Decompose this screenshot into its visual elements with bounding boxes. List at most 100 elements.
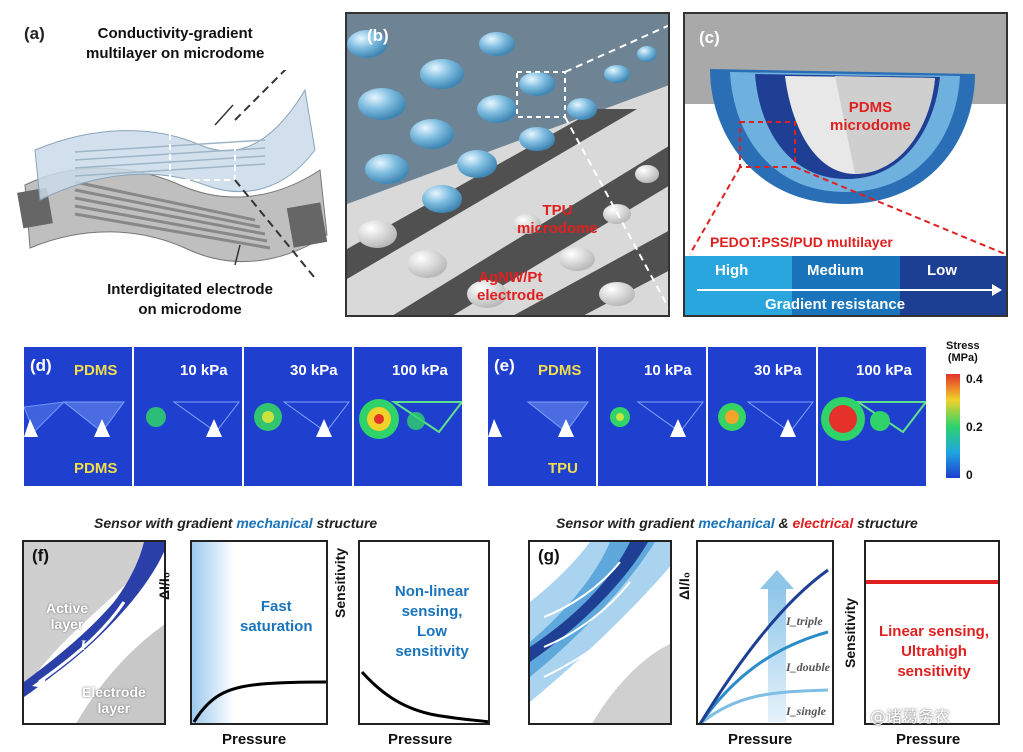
dome-cross-section — [689, 69, 1006, 255]
flexible-sensor-illustration — [17, 70, 328, 280]
electrode-label-line1: AgNW/Pt — [478, 269, 543, 286]
fem-d-top-material: PDMS — [74, 362, 118, 379]
section-left-suffix: structure — [312, 515, 378, 531]
colorbar-title-line2: (MPa) — [947, 352, 978, 364]
pdms-label-line1: PDMS — [848, 99, 893, 116]
fem-mesh-e1 — [610, 401, 705, 437]
colorbar-tick-min: 0 — [966, 468, 973, 482]
fem-d-pressure-10: 10 kPa — [180, 362, 228, 379]
panel-f-schematic: (f) Active layer I Electrode layer — [22, 540, 166, 725]
chart-f1-curve — [192, 680, 326, 723]
chart-f2-frame: Non-linear sensing, Low sensitivity — [358, 540, 490, 725]
chart-g2-ylabel: Sensitivity — [842, 597, 858, 668]
colorbar-title-line1: Stress — [946, 340, 980, 352]
electrode-layer-label: Electrode layer — [82, 684, 146, 716]
stress-colorbar — [946, 374, 960, 478]
fem-mesh-e2 — [718, 401, 815, 437]
microdome-render — [347, 24, 668, 315]
chart-g1-xlabel: Pressure — [728, 731, 793, 748]
fem-e-pressure-30: 30 kPa — [754, 362, 802, 379]
level-low-label: Low — [927, 262, 957, 279]
fem-e-30kpa — [708, 347, 816, 486]
nonlinear-line2: sensing, — [401, 603, 463, 620]
electrode-layer-line1: Electrode — [82, 684, 146, 700]
chart-f2-ylabel: Sensitivity — [332, 547, 348, 618]
panel-c-letter: (c) — [699, 28, 720, 47]
linear-note-line3: sensitivity — [897, 663, 971, 680]
electrode-layer-line2: layer — [97, 700, 131, 716]
section-left-heading: Sensor with gradient mechanical structur… — [94, 515, 377, 531]
fem-e-pressure-100: 100 kPa — [856, 362, 912, 379]
nonlinear-line3: Low — [417, 623, 447, 640]
section-right-electrical: electrical — [792, 515, 854, 531]
fem-mesh-d3 — [359, 399, 462, 439]
fem-d-unloaded — [24, 347, 132, 486]
panel-f-letter: (f) — [32, 546, 49, 565]
section-right-suffix: structure — [853, 515, 918, 531]
fem-e-unloaded — [488, 347, 596, 486]
section-right-prefix: Sensor with gradient — [556, 515, 699, 531]
curve-label-single: I_single — [786, 704, 827, 718]
nonlinear-line4: sensitivity — [395, 643, 469, 660]
colorbar-tick-max: 0.4 — [966, 372, 983, 386]
fem-d-pressure-100: 100 kPa — [392, 362, 448, 379]
level-high-block — [685, 256, 792, 315]
chart-g1-frame: I_triple I_double I_single — [696, 540, 834, 725]
section-left-prefix: Sensor with gradient — [94, 515, 237, 531]
chart-g1-ylabel: ΔI/I₀ — [676, 571, 692, 600]
active-layer-line2: layer — [50, 616, 84, 632]
fem-e-100kpa — [818, 347, 926, 486]
panel-b-microdome-render: (b) TPU microdome AgNW/Pt electrode — [345, 12, 670, 317]
colorbar-title: Stress (MPa) — [946, 340, 980, 364]
chart-g1-curves — [698, 568, 829, 723]
pdms-microdome-label: PDMS microdome — [830, 99, 911, 135]
chart-f1-ylabel: ΔI/I₀ — [156, 571, 172, 600]
panel-g-letter: (g) — [538, 546, 560, 565]
fem-mesh-d2 — [254, 401, 351, 437]
panel-e-letter: (e) — [494, 356, 515, 375]
fem-d-30kpa — [244, 347, 352, 486]
section-left-mechanical: mechanical — [236, 515, 313, 531]
panel-a-letter: (a) — [24, 24, 45, 43]
panel-b-letter: (b) — [367, 26, 389, 45]
curve-label-double: I_double — [786, 660, 831, 674]
panel-d-letter: (d) — [30, 356, 52, 375]
active-layer-label: Active layer — [46, 600, 88, 632]
colorbar-tick-mid: 0.2 — [966, 420, 983, 434]
multilayer-label: PEDOT:PSS/PUD multilayer — [710, 234, 893, 250]
linear-note-line1: Linear sensing, — [878, 623, 990, 640]
active-layer-line1: Active — [46, 600, 89, 616]
fem-d-pressure-30: 30 kPa — [290, 362, 338, 379]
fem-d-10kpa — [134, 347, 242, 486]
panel-g-layers — [530, 542, 670, 723]
fem-mesh-d0 — [24, 401, 125, 437]
tpu-microdome-label: TPU microdome — [517, 202, 598, 238]
chart-g2-xlabel: Pressure — [896, 731, 961, 748]
electrode-label-line2: electrode — [477, 287, 544, 304]
gradient-resistance-label: Gradient resistance — [765, 296, 906, 313]
fem-e-10kpa — [598, 347, 706, 486]
fem-mesh-e0 — [488, 401, 589, 437]
panel-g-schematic: (g) — [528, 540, 672, 725]
chart-f2-xlabel: Pressure — [388, 731, 453, 748]
pdms-label-line2: microdome — [830, 117, 911, 134]
right-arrow-icon — [697, 284, 1002, 296]
panel-f-layers — [24, 542, 164, 723]
agnw-electrode-label: AgNW/Pt electrode — [477, 269, 544, 305]
section-right-amp: & — [774, 515, 793, 531]
fast-saturation-line2: saturation — [240, 618, 313, 635]
level-medium-block — [792, 256, 900, 315]
chart-g2-frame: Linear sensing, Ultrahigh sensitivity — [864, 540, 1000, 725]
panel-a-bottom-caption: Interdigitated electrode on microdome — [80, 280, 300, 320]
section-right-mechanical: mechanical — [698, 515, 775, 531]
nonlinear-line1: Non-linear — [394, 583, 470, 600]
gradient-resistance-bar: High Medium Low Gradient resistance — [685, 256, 1006, 315]
curve-label-triple: I_triple — [786, 614, 823, 628]
linear-note-line2: Ultrahigh — [901, 643, 967, 660]
panel-a-bottom-caption-line2: on microdome — [138, 301, 242, 318]
fast-saturation-line1: Fast — [260, 598, 292, 615]
tpu-label-line1: TPU — [542, 202, 573, 219]
panel-a-top-caption-line1: Conductivity-gradient — [97, 25, 253, 42]
fem-e-pressure-10: 10 kPa — [644, 362, 692, 379]
section-right-heading: Sensor with gradient mechanical & electr… — [556, 515, 918, 531]
